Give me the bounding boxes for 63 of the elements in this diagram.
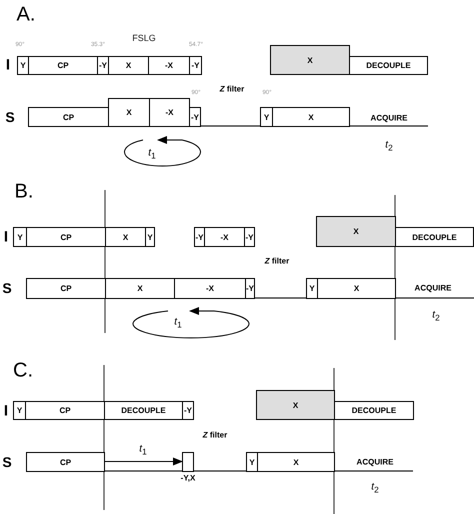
- pulse-block: CP: [26, 278, 106, 299]
- arrow: [104, 458, 183, 466]
- pulse-block: CP: [28, 56, 98, 75]
- pulse-block: -X: [174, 278, 246, 299]
- panel-letter: B.: [14, 180, 34, 204]
- pulse-block: Y: [306, 278, 318, 299]
- time-label: t$_{2}$: [385, 140, 393, 152]
- acquire-label: ACQUIRE: [356, 458, 394, 466]
- pulse-block: -X: [149, 98, 190, 127]
- pulse-block: X: [108, 56, 149, 75]
- pulse-block: -Y: [182, 401, 194, 420]
- acquire-label: ACQUIRE: [414, 284, 452, 292]
- channel-label: I: [4, 228, 8, 246]
- pulse-block: Y: [260, 107, 273, 127]
- pulse-block: CP: [26, 227, 106, 247]
- pulse-block: -Y: [194, 227, 205, 247]
- pulse-block: X: [256, 390, 335, 420]
- pulse-block: -Y: [244, 227, 255, 247]
- pulse-block: [182, 452, 194, 472]
- pulse-block: -Y: [97, 56, 109, 75]
- acquire-label: ACQUIRE: [370, 114, 408, 122]
- channel-label: S: [5, 109, 15, 125]
- pulse-block: X: [105, 227, 146, 247]
- pulse-block: X: [270, 45, 350, 75]
- channel-label: I: [6, 56, 10, 74]
- time-label: t$_{2}$: [371, 482, 379, 494]
- pulse-block: Y: [246, 452, 258, 472]
- pulse-block: X: [108, 98, 150, 127]
- pulse-block: X: [272, 107, 350, 127]
- pulse-block: CP: [25, 401, 105, 420]
- sequence-label: FSLG: [132, 33, 156, 43]
- pulse-block: DECOUPLE: [349, 56, 428, 75]
- pulse-block: Y: [17, 56, 29, 75]
- channel-label: S: [2, 454, 12, 470]
- time-label: t$_{2}$: [432, 310, 440, 322]
- pulse-block: -Y: [189, 107, 201, 127]
- filter-label: Z filter: [220, 84, 244, 94]
- pulse-block: DECOUPLE: [395, 227, 474, 247]
- channel-label: I: [4, 402, 8, 420]
- pulse-block: -Y: [245, 278, 255, 299]
- pulse-block: -X: [204, 227, 245, 247]
- panel-letter: C.: [13, 360, 33, 382]
- pulse-block: X: [105, 278, 175, 299]
- pulse-block: X: [257, 452, 335, 472]
- pulse-block: Y: [13, 401, 26, 420]
- pulse-block: DECOUPLE: [334, 401, 414, 420]
- pulse-block: X: [317, 278, 396, 299]
- edge-label: t$_{1}$: [139, 443, 147, 456]
- pulse-block: CP: [28, 107, 109, 127]
- time-label: t$_{1}$: [148, 148, 156, 160]
- pulse-block: -X: [148, 56, 190, 75]
- pulse-block: CP: [26, 452, 105, 472]
- phase-label: -Y,X: [180, 474, 196, 482]
- filter-label: Z filter: [202, 430, 228, 440]
- pulse-block: X: [316, 216, 396, 247]
- pulse-block: -Y: [189, 56, 202, 75]
- pulse-block: DECOUPLE: [104, 401, 183, 420]
- pulse-block: Y: [13, 227, 27, 247]
- pulse-block: Y: [145, 227, 155, 247]
- channel-label: S: [2, 280, 12, 296]
- filter-label: Z filter: [264, 256, 290, 266]
- time-label: t$_{1}$: [174, 316, 182, 330]
- panel-letter: A.: [16, 4, 36, 26]
